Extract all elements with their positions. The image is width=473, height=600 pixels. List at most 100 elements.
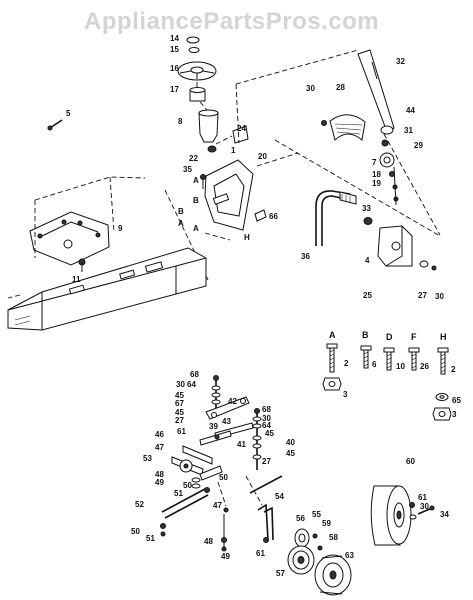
drag-link-group — [315, 190, 437, 271]
callout: 52 — [135, 500, 144, 509]
callout: 28 — [336, 83, 345, 92]
callout: 9 — [118, 224, 123, 233]
steering-nut — [188, 47, 200, 53]
callout: 20 — [258, 152, 267, 161]
callout: 8 — [178, 117, 183, 126]
rear-wheel-group — [370, 485, 435, 546]
bushing — [207, 145, 217, 153]
callout: A — [193, 176, 199, 185]
callout: 66 — [269, 212, 278, 221]
callout: 2 — [451, 365, 456, 374]
callout: 30 — [176, 380, 185, 389]
callout: 18 — [372, 170, 381, 179]
callout: 40 — [286, 438, 295, 447]
callout: 45 — [175, 408, 184, 417]
fastener-letter: D — [386, 332, 393, 342]
callout: 47 — [155, 443, 164, 452]
callout: 30 — [435, 292, 444, 301]
fastener-letter: B — [362, 330, 369, 340]
callout: 25 — [363, 291, 372, 300]
callout: 10 — [396, 362, 405, 371]
drag-link — [321, 195, 351, 246]
callout: A — [178, 219, 184, 228]
callout: 22 — [189, 154, 198, 163]
callout: 30 — [306, 84, 315, 93]
callout: 61 — [177, 427, 186, 436]
brake-linkage-group — [160, 375, 283, 552]
callout: 54 — [275, 492, 284, 501]
callout: 30 — [420, 502, 429, 511]
callout: 68 — [190, 370, 199, 379]
callout: 30 — [262, 414, 271, 423]
callout: 50 — [219, 473, 228, 482]
fastener-letter: H — [440, 332, 447, 342]
bracket — [232, 125, 249, 144]
callout: 14 — [170, 34, 179, 43]
callout: 63 — [345, 551, 354, 560]
front-wheel-group — [287, 528, 352, 596]
callout: 55 — [312, 510, 321, 519]
callout: 46 — [155, 430, 164, 439]
callout: 42 — [228, 397, 237, 406]
callout: 35 — [183, 165, 192, 174]
steering-shaft — [357, 49, 395, 133]
callout: 60 — [406, 457, 415, 466]
callout: 48 — [155, 470, 164, 479]
callout: 56 — [296, 514, 305, 523]
callout: 7 — [372, 158, 377, 167]
callout: 49 — [221, 552, 230, 561]
callout: 1 — [231, 146, 236, 155]
callout: 61 — [418, 493, 427, 502]
callout-labels: 14 15 16 17 8 22 24 35 1 20 A B B A A 66… — [66, 34, 461, 578]
callout: 15 — [170, 45, 179, 54]
callout: 17 — [170, 85, 179, 94]
callout: 26 — [420, 362, 429, 371]
callout: 45 — [286, 449, 295, 458]
dash-panel — [204, 159, 254, 231]
callout: 44 — [406, 106, 415, 115]
tie-rod-nut — [363, 217, 373, 225]
callout: 24 — [237, 124, 246, 133]
callout: 67 — [175, 399, 184, 408]
callout: 27 — [418, 291, 427, 300]
callout: 32 — [396, 57, 405, 66]
steering-wheel-hub — [190, 66, 204, 74]
callout: 65 — [452, 396, 461, 405]
callout: B — [178, 207, 184, 216]
callout: H — [244, 233, 250, 242]
callout: 68 — [262, 405, 271, 414]
callout: B — [193, 196, 199, 205]
frame-bracket-group — [29, 176, 209, 281]
callout: 57 — [276, 569, 285, 578]
callout: 58 — [329, 533, 338, 542]
callout: 41 — [237, 440, 246, 449]
steering-shaft-group — [235, 49, 441, 237]
callout: 4 — [365, 256, 370, 265]
callout: 19 — [372, 179, 381, 188]
callout: 64 — [187, 380, 196, 389]
fastener-letter: F — [411, 332, 417, 342]
callout: 6 — [372, 360, 377, 369]
callout: 49 — [155, 478, 164, 487]
callout: 51 — [146, 534, 155, 543]
callout: 2 — [344, 359, 349, 368]
fastener-letter: A — [329, 330, 336, 340]
callout: 53 — [143, 454, 152, 463]
callout: 27 — [262, 457, 271, 466]
callout: 47 — [213, 501, 222, 510]
washer — [419, 260, 429, 268]
callout: 3 — [343, 390, 348, 399]
callout: 31 — [404, 126, 413, 135]
pinion — [380, 125, 394, 135]
callout: 29 — [414, 141, 423, 150]
callout: 11 — [72, 275, 81, 284]
callout: 50 — [183, 481, 192, 490]
callout: 3 — [452, 410, 457, 419]
frame-rail-group — [7, 247, 207, 331]
callout: 39 — [209, 422, 218, 431]
tab — [254, 209, 267, 222]
callout: 64 — [262, 421, 271, 430]
callout: 5 — [66, 109, 71, 118]
column-housing — [198, 112, 219, 143]
